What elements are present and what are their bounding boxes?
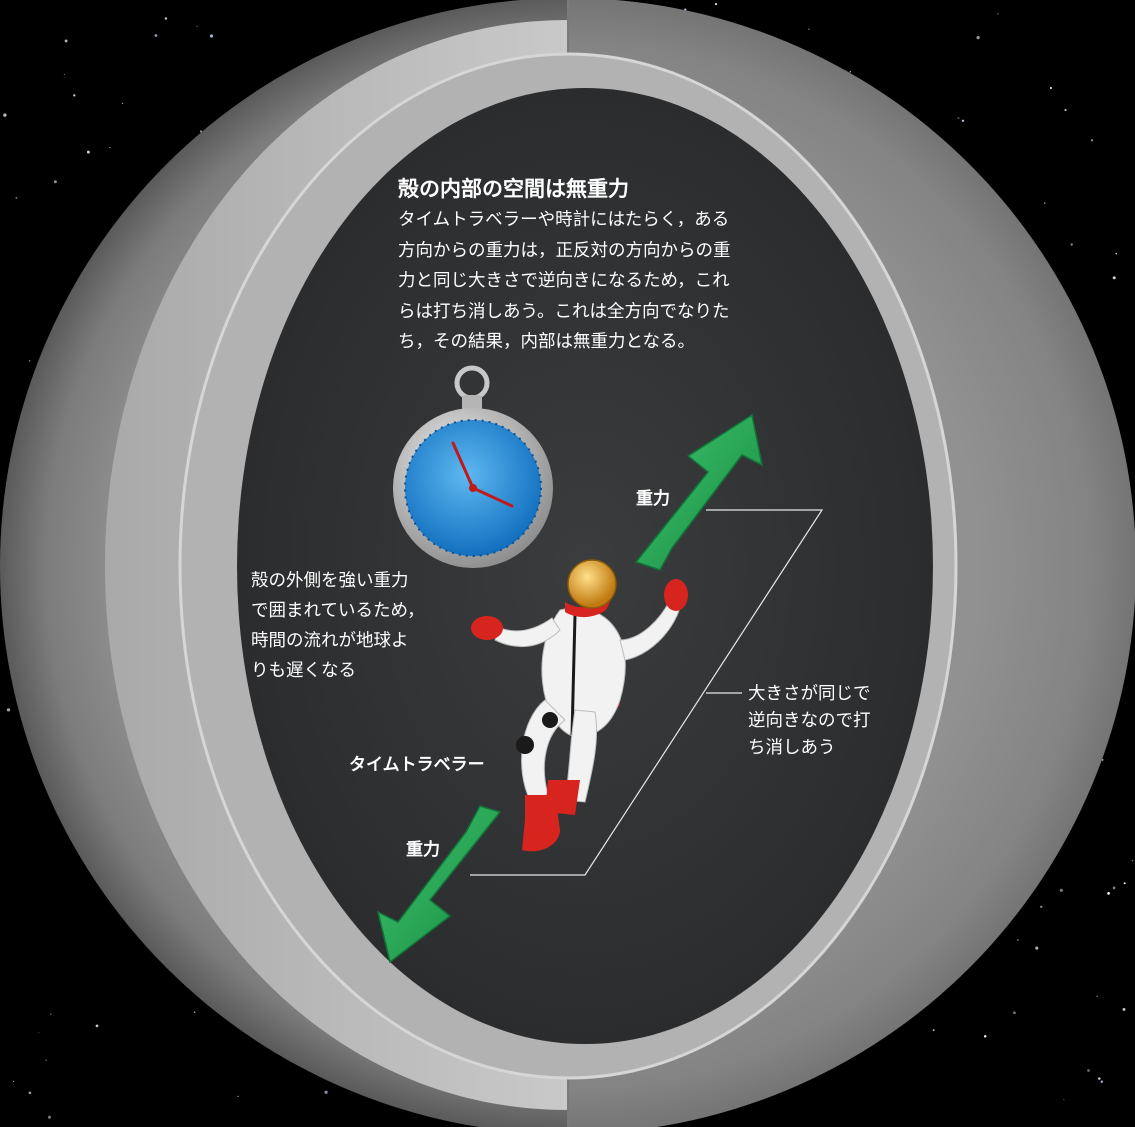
note-line: ち消しあう [748, 738, 836, 758]
star [1100, 1080, 1103, 1083]
note-line: で囲まれているため， [251, 601, 425, 621]
shell-cut-surface [105, 20, 568, 1110]
star [6, 708, 11, 712]
star [1098, 1077, 1101, 1080]
inner-shell-edge [178, 52, 958, 1080]
star [324, 1090, 328, 1094]
star [1131, 859, 1134, 862]
star [3, 113, 7, 117]
star [1049, 86, 1053, 90]
gravity-down-label: 重力 [406, 840, 440, 860]
time-traveler-label: タイムトラベラー [349, 755, 485, 775]
star [121, 102, 124, 105]
intro-line: 力と同じ大きさで逆向きになるため，これ [398, 271, 730, 291]
star [154, 34, 158, 37]
star [73, 94, 76, 97]
stopwatch-icon [393, 365, 553, 568]
note-line: 殻の外側を強い重力 [251, 571, 409, 591]
star [1059, 888, 1063, 892]
star [1039, 905, 1043, 909]
star [196, 25, 198, 27]
star [1090, 139, 1094, 142]
gravity-up-label: 重力 [636, 489, 670, 509]
star [13, 1080, 15, 1082]
note-line: 逆向きなので打 [748, 711, 871, 731]
astronaut-icon [471, 559, 688, 852]
star [86, 150, 90, 154]
callout-connector [470, 509, 824, 876]
star [45, 1059, 47, 1061]
star [1087, 1069, 1090, 1072]
intro-line: らは打ち消しあう。これは全方向でなりた [398, 301, 730, 322]
star [1112, 886, 1116, 890]
star [849, 70, 852, 73]
star [28, 1091, 32, 1095]
star [1064, 108, 1067, 112]
star [932, 1029, 935, 1032]
intro-line: ち，その結果，内部は無重力となる。 [398, 332, 695, 352]
star [1016, 938, 1019, 941]
star [109, 146, 111, 149]
star [1107, 892, 1110, 895]
star [50, 1013, 52, 1015]
star [237, 1095, 239, 1098]
outer-gravity-note: 殻の外側を強い重力 で囲まれているため， 時間の流れが地球よ りも遅くなる [251, 566, 461, 686]
star [95, 1024, 99, 1028]
star [957, 117, 960, 120]
star [63, 73, 65, 75]
star [15, 196, 18, 199]
note-line: 時間の流れが地球よ [251, 631, 409, 651]
star [1035, 946, 1039, 950]
star [1096, 995, 1098, 998]
star [48, 1115, 51, 1119]
gravity-arrow-up [634, 413, 764, 571]
star [209, 34, 214, 38]
note-line: りも遅くなる [251, 661, 356, 681]
star [1115, 252, 1117, 255]
star [64, 39, 68, 43]
star [1112, 276, 1116, 280]
star [997, 12, 999, 15]
star [164, 17, 168, 20]
star [961, 119, 965, 123]
intro-text: タイムトラベラーや時計にはたらく，ある 方向からの重力は，正反対の方向からの重 … [398, 205, 778, 358]
star [1044, 202, 1046, 204]
star [199, 130, 203, 133]
star [193, 1011, 196, 1013]
star [38, 1032, 40, 1034]
star [1013, 1011, 1016, 1015]
cancel-out-note: 大きさが同じで 逆向きなので打 ち消しあう [748, 681, 918, 762]
diagram-title: 殻の内部の空間は無重力 [398, 177, 629, 201]
star [808, 28, 810, 30]
star [53, 180, 57, 184]
star [1123, 882, 1126, 885]
star [983, 1035, 987, 1038]
note-line: 大きさが同じで [748, 684, 871, 704]
gravity-arrow-down [376, 805, 502, 964]
star [714, 3, 718, 6]
intro-line: 方向からの重力は，正反対の方向からの重 [398, 240, 731, 261]
star [1070, 243, 1073, 246]
star [1063, 1099, 1065, 1101]
star [28, 359, 31, 362]
star [1122, 1007, 1126, 1011]
intro-line: タイムトラベラーや時計にはたらく，ある [398, 210, 730, 230]
star [976, 36, 980, 40]
